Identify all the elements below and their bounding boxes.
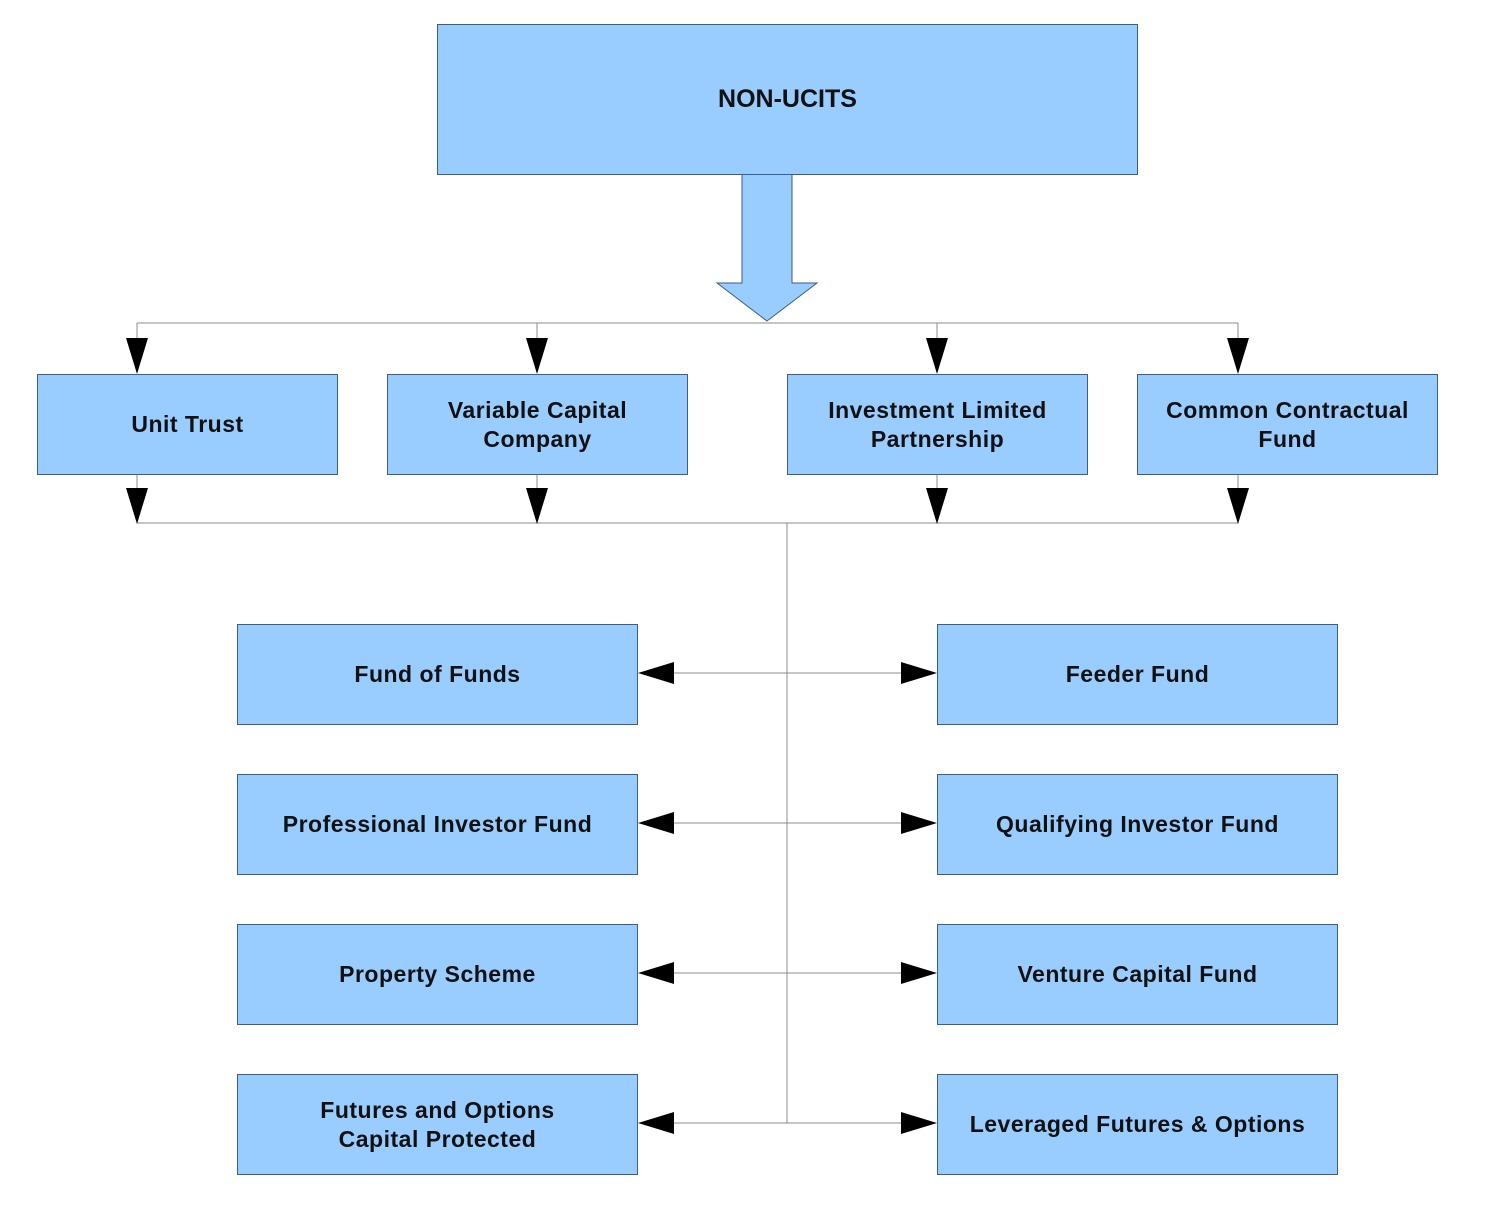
arrowhead-to-common-contractual-fund — [1227, 338, 1249, 374]
arrowhead-to-property-scheme — [638, 962, 674, 984]
structure-node-unit-trust: Unit Trust — [37, 374, 338, 475]
arrowhead-to-professional-investor-fund — [638, 812, 674, 834]
fund-node-property-scheme: Property Scheme — [237, 924, 638, 1025]
arrowhead-to-variable-capital-company — [526, 338, 548, 374]
branch-connectors — [670, 672, 905, 1124]
fund-node-venture-capital-fund: Venture Capital Fund — [937, 924, 1338, 1025]
top-arrowheads — [126, 338, 1249, 374]
fund-node-feeder-fund: Feeder Fund — [937, 624, 1338, 725]
fund-node-leveraged-futures-options: Leveraged Futures & Options — [937, 1074, 1338, 1175]
root-node-non-ucits: NON-UCITS — [437, 24, 1138, 175]
fund-node-professional-investor-fund: Professional Investor Fund — [237, 774, 638, 875]
arrowhead-to-leveraged-futures-options — [901, 1112, 937, 1134]
arrowhead-to-venture-capital-fund — [901, 962, 937, 984]
fund-node-fund-of-funds: Fund of Funds — [237, 624, 638, 725]
root-down-block-arrow — [715, 171, 819, 322]
arrowhead-to-investment-limited-partnership — [926, 338, 948, 374]
arrowhead-from-common-contractual-fund — [1227, 488, 1249, 524]
fund-node-futures-options-capital-protected: Futures and Options Capital Protected — [237, 1074, 638, 1175]
structure-node-investment-limited-partnership: Investment Limited Partnership — [787, 374, 1088, 475]
arrowhead-from-variable-capital-company — [526, 488, 548, 524]
arrowhead-to-feeder-fund — [901, 662, 937, 684]
bottom-arrowheads — [126, 488, 1249, 524]
arrowhead-from-investment-limited-partnership — [926, 488, 948, 524]
arrowhead-to-unit-trust — [126, 338, 148, 374]
arrowhead-to-qualifying-investor-fund — [901, 812, 937, 834]
branch-arrowheads — [638, 662, 937, 1134]
top-distribution-connector — [136, 322, 1239, 340]
structure-node-variable-capital-company: Variable Capital Company — [387, 374, 688, 475]
structure-node-common-contractual-fund: Common Contractual Fund — [1137, 374, 1438, 475]
arrowhead-to-fund-of-funds — [638, 662, 674, 684]
fund-node-qualifying-investor-fund: Qualifying Investor Fund — [937, 774, 1338, 875]
arrowhead-to-futures-options-capital-protected — [638, 1112, 674, 1134]
arrowhead-from-unit-trust — [126, 488, 148, 524]
